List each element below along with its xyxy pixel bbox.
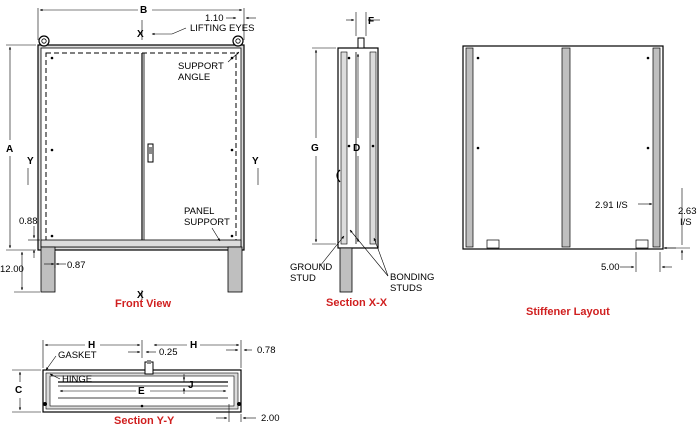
dim-2-63-label: 2.63: [678, 206, 697, 217]
panel-support-label-1: PANEL: [184, 206, 214, 217]
dim-b-label: B: [140, 5, 147, 16]
stiffener-center: [561, 47, 571, 248]
support-angle-label-1: SUPPORT: [178, 61, 224, 72]
dim-j-label: J: [188, 380, 194, 391]
section-yy-caption: Section Y-Y: [114, 415, 175, 426]
dim-f-label: F: [368, 16, 374, 27]
lifting-eyes-label: LIFTING EYES: [190, 23, 254, 34]
gasket-label: GASKET: [58, 350, 97, 361]
dim-g-label: G: [311, 143, 319, 154]
support-angle-label-2: ANGLE: [178, 72, 210, 83]
section-xx-view: F G D GROUND STUD BONDING STUDS Section …: [290, 12, 434, 309]
section-xx-leg: [339, 247, 353, 293]
ground-stud-label-2: STUD: [290, 273, 316, 284]
front-view: X X Y Y B 1.10 LIFTING EYES SUPPORT ANGL…: [0, 5, 259, 310]
dim-d-label: D: [353, 143, 360, 154]
front-view-caption: Front View: [115, 298, 171, 310]
front-door-frame: [40, 47, 242, 248]
dim-5-00-label: 5.00: [601, 262, 620, 273]
dim-2-91-label: 2.91 I/S: [595, 200, 628, 211]
dim-c-label: C: [15, 385, 22, 396]
dim-0-88-label: 0.88: [19, 216, 38, 227]
dim-a-label: A: [6, 144, 13, 155]
stiffener-layout-caption: Stiffener Layout: [526, 306, 610, 318]
panel-support-label-2: SUPPORT: [184, 217, 230, 228]
dim-0-87-label: 0.87: [67, 260, 86, 271]
section-y-right-label: Y: [252, 156, 259, 167]
section-xx-lifting-eye-icon: [357, 37, 365, 49]
dim-0-25-label: 0.25: [159, 347, 178, 358]
stiffener-right: [652, 47, 661, 248]
section-y-left-label: Y: [27, 156, 34, 167]
dim-e-label: E: [138, 386, 145, 397]
dim-2-63-is-label: I/S: [680, 217, 692, 228]
dim-h-left-label: H: [88, 340, 95, 351]
dim-2-00-label: 2.00: [261, 413, 280, 424]
section-x-bottom-label: X: [137, 290, 144, 301]
section-xx-handle-icon: [336, 169, 341, 183]
stiffener-left: [465, 47, 474, 248]
front-bottom-rail: [40, 239, 242, 248]
dim-1-10-label: 1.10: [205, 13, 224, 24]
front-leg-left: [40, 246, 56, 293]
hinge-label: HINGE: [62, 374, 92, 385]
section-xx-caption: Section X-X: [326, 297, 388, 309]
bonding-studs-label-1: BONDING: [390, 272, 434, 283]
ground-stud-label-1: GROUND: [290, 262, 332, 273]
dim-0-78-label: 0.78: [257, 345, 276, 356]
dim-h-right-label: H: [190, 340, 197, 351]
section-x-top-label: X: [137, 29, 144, 40]
front-leg-right: [227, 246, 243, 293]
bonding-studs-label-2: STUDS: [390, 283, 422, 294]
section-yy-view: H H 0.25 0.78 GASKET HINGE C E J: [12, 340, 280, 426]
stiffener-layout-view: 2.91 I/S 2.63 I/S 5.00 Stiffener Layout: [462, 45, 697, 318]
dim-12-00-label: 12.00: [0, 264, 24, 275]
